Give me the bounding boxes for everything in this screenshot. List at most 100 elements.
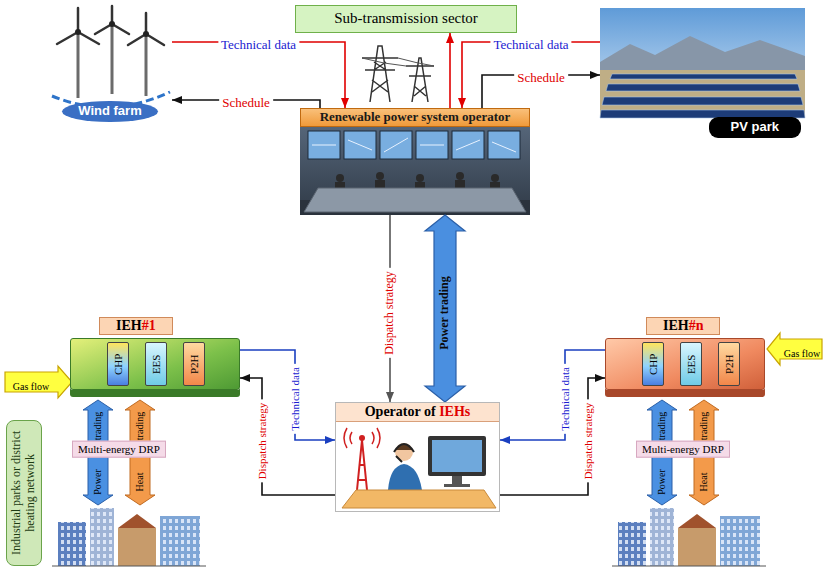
node-text: Wind farm xyxy=(62,101,157,122)
wind-turbines xyxy=(77,32,80,98)
buildings xyxy=(58,522,86,566)
buildings xyxy=(612,566,766,567)
pv-park-photo xyxy=(600,8,805,118)
node-text: CHP xyxy=(112,344,125,384)
device-tile: P2H xyxy=(183,342,205,386)
transmission-towers xyxy=(362,58,434,66)
node-text: P2H xyxy=(188,344,201,384)
control-room-photo xyxy=(416,174,424,182)
buildings xyxy=(650,508,674,566)
operator-workstation xyxy=(395,443,413,461)
text-part: Operator of xyxy=(365,404,439,419)
node-text: Operator of IEHs xyxy=(336,403,499,422)
buildings xyxy=(118,514,156,528)
control-room-photo xyxy=(300,125,530,215)
device-tile: CHP xyxy=(107,342,129,386)
operator-workstation xyxy=(342,428,496,508)
trading-label: Heat xyxy=(698,473,710,492)
pv-park-photo xyxy=(606,84,800,91)
wind-turbines xyxy=(145,34,148,96)
wind-turbines xyxy=(75,29,81,35)
sector-box: Sub-transmission sector xyxy=(295,5,517,33)
connector-label: Dispatch strategy xyxy=(256,399,269,482)
pv-park-photo xyxy=(602,97,803,105)
drp-label: Multi-energy DRP xyxy=(636,441,730,458)
gas-flow-label: Gas flow xyxy=(13,381,49,393)
control-room-photo xyxy=(455,180,465,188)
pv-park-photo xyxy=(600,70,805,118)
node-text: IEH#n xyxy=(646,317,720,335)
connector xyxy=(449,33,451,108)
gas-flow-label: Gas flow xyxy=(784,348,820,360)
buildings xyxy=(90,508,114,566)
connector-label: Technical data xyxy=(559,364,572,434)
connector-label: Dispatch strategy xyxy=(582,399,595,482)
operator-workstation xyxy=(344,428,380,448)
buildings xyxy=(650,508,674,566)
pv-park-photo xyxy=(600,74,805,118)
node-text: EES xyxy=(685,344,698,384)
control-room-photo xyxy=(488,131,520,159)
connector-label: Technical data xyxy=(490,38,571,53)
buildings xyxy=(720,516,760,566)
energy-hub-platform: IEH#1CHPEESP2H xyxy=(70,338,240,390)
operator-workstation xyxy=(444,484,470,487)
node-text: PV park xyxy=(709,117,801,138)
buildings xyxy=(160,516,200,566)
buildings xyxy=(90,508,114,566)
operator-workstation xyxy=(359,435,365,441)
wind-turbines xyxy=(109,21,115,27)
buildings xyxy=(160,516,200,566)
buildings xyxy=(678,514,716,528)
device-tile: EES xyxy=(680,342,702,386)
device-tile: P2H xyxy=(718,342,740,386)
operator-workstation xyxy=(432,440,482,472)
drp-label: Multi-energy DRP xyxy=(72,441,166,458)
wind-turbines xyxy=(57,8,99,44)
buildings xyxy=(618,522,646,566)
heat-trading-arrow xyxy=(125,400,719,505)
pv-park-photo xyxy=(610,74,797,79)
transmission-towers xyxy=(406,58,434,102)
text-part: IEHs xyxy=(439,404,470,419)
connector xyxy=(240,350,335,440)
text-part: #n xyxy=(689,318,704,333)
connector-label: Schedule xyxy=(514,71,568,86)
control-room-photo xyxy=(312,138,516,152)
connector xyxy=(240,378,335,495)
control-room-photo xyxy=(335,172,500,190)
wind-turbines xyxy=(111,24,114,94)
buildings xyxy=(618,522,646,566)
trading-label: Power xyxy=(92,469,104,495)
energy-hub-platform: IEH#nCHPEESP2H xyxy=(605,338,765,390)
connector xyxy=(500,378,605,495)
node-text: Sub-transmission sector xyxy=(334,10,478,27)
buildings xyxy=(678,528,716,566)
control-room-photo xyxy=(304,188,526,212)
operator-panel: Operator of IEHs xyxy=(335,402,500,512)
connector-label: Technical data xyxy=(289,364,302,434)
node-text: Renewable power system operator xyxy=(300,108,530,127)
trading-label: Power xyxy=(656,469,668,495)
connector-label: Technical data xyxy=(218,38,299,53)
wind-turbines xyxy=(143,31,149,37)
operator-workstation xyxy=(428,436,486,476)
transmission-towers xyxy=(362,46,398,102)
buildings xyxy=(58,522,86,566)
operator-workstation xyxy=(452,476,462,484)
wind-turbines xyxy=(128,13,164,45)
connector-label: Dispatch strategy xyxy=(383,268,397,358)
control-room-photo xyxy=(375,180,385,188)
buildings xyxy=(118,528,156,566)
buildings xyxy=(52,508,766,566)
text-part: IEH xyxy=(116,318,142,333)
wind-turbines xyxy=(95,6,129,34)
device-tile: EES xyxy=(145,342,167,386)
trading-arrow xyxy=(425,215,465,402)
operator-workstation xyxy=(394,444,414,462)
gas-flow-arrow xyxy=(5,366,72,398)
pv-park-photo xyxy=(600,8,805,118)
control-room-photo xyxy=(376,172,384,180)
wind-turbines xyxy=(52,6,170,107)
